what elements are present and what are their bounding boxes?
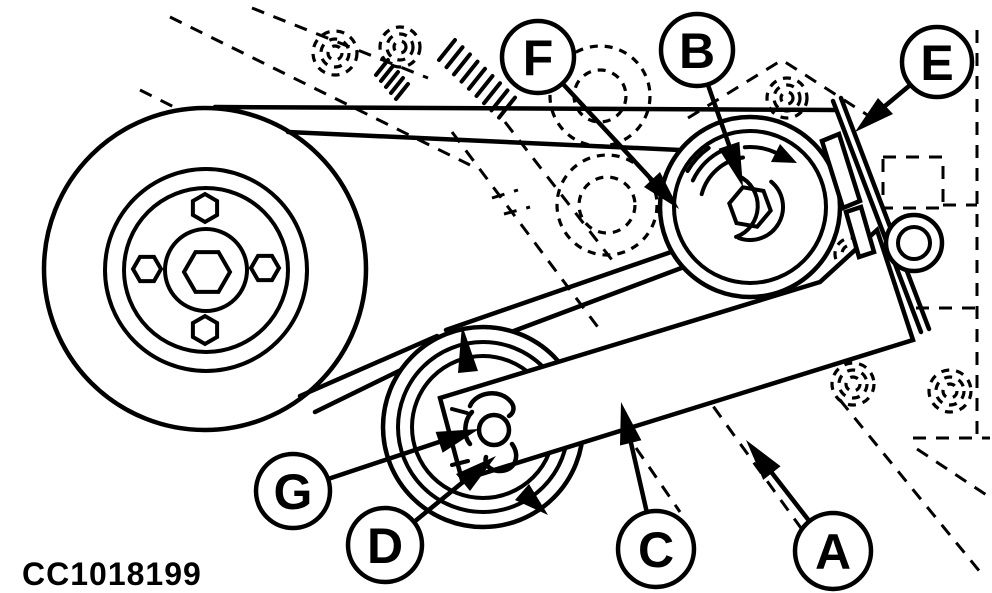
callout-letter: B <box>679 23 715 79</box>
dashed-tick <box>503 205 531 216</box>
callout-bubble <box>499 18 577 96</box>
callout-letter: G <box>274 464 313 520</box>
rotation-arrow-icon <box>742 144 797 163</box>
arm-end-notch <box>450 407 470 467</box>
center-hex-bolt <box>181 250 233 294</box>
callout-letter: C <box>638 522 674 578</box>
hook-upper <box>467 391 516 419</box>
belt-lower-edge <box>297 333 440 399</box>
hook-left <box>463 409 475 447</box>
callout-bubble <box>345 505 425 585</box>
dashed-line <box>838 399 987 579</box>
idler-ring <box>672 129 828 285</box>
belt-top-inner-edge <box>285 129 683 153</box>
dashed-boss-outline <box>881 155 945 210</box>
callout-E: E <box>855 24 975 132</box>
part-code: CC1018199 <box>22 556 202 592</box>
callout-F: F <box>499 18 679 209</box>
bolt-hole <box>190 191 220 225</box>
leader-arrow-icon <box>620 402 642 446</box>
dashed-bolt <box>927 368 973 414</box>
hub-arc <box>736 179 785 242</box>
hub-arc <box>734 174 760 239</box>
leader-arrow-icon <box>746 440 781 480</box>
bracket-step <box>843 204 877 260</box>
bracket-edge-line <box>838 95 932 332</box>
arm-pivot-bolt <box>883 212 945 274</box>
swing-arrow-icon <box>458 325 548 515</box>
idler-pulley <box>657 114 843 300</box>
face-arc <box>685 146 711 173</box>
callout-letter: E <box>920 35 953 91</box>
leader-arrow-icon <box>855 98 893 132</box>
dashed-line <box>251 6 429 80</box>
bracket-edge <box>819 95 932 335</box>
arm-body <box>437 225 916 483</box>
leader-arrow-icon <box>644 172 679 209</box>
dashed-tick <box>491 188 519 200</box>
bracket-edge-line <box>830 98 924 335</box>
tensioner-center-bolt <box>463 391 519 474</box>
crankshaft-pulley <box>41 105 369 433</box>
callout-B: B <box>658 11 743 187</box>
callout-C: C <box>615 402 697 590</box>
dashed-bolt <box>311 29 359 77</box>
callout-bubble <box>253 451 333 531</box>
dashed-line <box>169 15 471 167</box>
callout-letter: A <box>815 524 851 580</box>
pivot-bolt-head <box>896 225 932 261</box>
callout-bubble <box>899 24 975 100</box>
dashed-line <box>698 387 826 561</box>
callout-bubble <box>615 508 697 590</box>
callout-bubble <box>658 11 736 89</box>
pulley-bolt <box>476 412 512 448</box>
leader-arrow-icon <box>718 141 743 187</box>
callout-bubble <box>792 510 874 592</box>
leader-arrow-icon <box>456 456 496 491</box>
idler-hex-bolt <box>727 185 773 229</box>
pivot-washer <box>883 212 945 274</box>
callout-letter: F <box>523 30 554 86</box>
belt-top-edge <box>212 104 839 113</box>
bolt-hole <box>248 253 282 283</box>
tensioner-arm <box>437 225 916 483</box>
callouts: F B E G D <box>253 11 975 592</box>
dashed-line <box>916 447 989 498</box>
callout-letter: D <box>367 518 403 574</box>
dashed-bolt <box>830 361 876 407</box>
idler-outer-rim <box>657 114 843 300</box>
leader-arrow-icon <box>435 429 479 453</box>
dashed-background <box>139 6 990 579</box>
pulley-ring <box>122 186 290 354</box>
pulley-hub <box>163 227 249 313</box>
dashed-line <box>608 409 682 513</box>
bracket-plate <box>819 130 863 212</box>
callout-A: A <box>746 440 874 592</box>
bolt-hole <box>190 313 220 347</box>
belt-mid-edge <box>443 248 677 333</box>
pulley-ring <box>103 167 309 373</box>
callout-G: G <box>253 429 479 531</box>
dashed-line <box>450 131 602 331</box>
bolt-hole <box>130 254 164 284</box>
pulley-outer-rim <box>41 105 369 433</box>
dashed-bolt <box>378 25 422 69</box>
callout-D: D <box>345 456 496 585</box>
